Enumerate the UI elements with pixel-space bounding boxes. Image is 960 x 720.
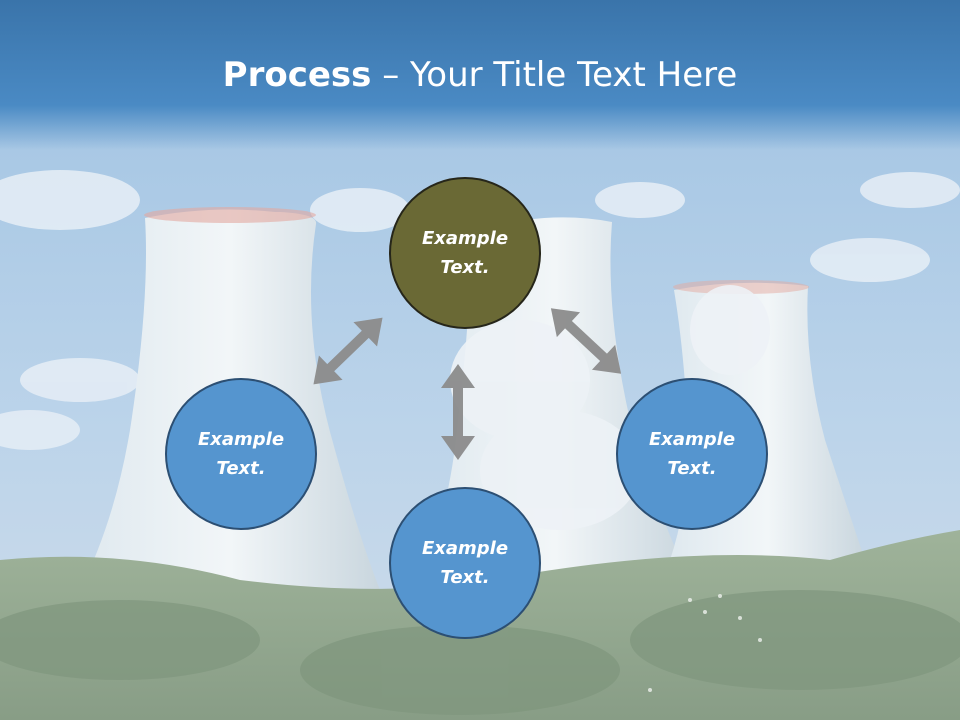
node-top-label: Example Text. [421,228,509,278]
double-arrow-right-icon [550,308,622,374]
node-right-label: Example Text. [648,429,736,479]
title-bar [0,0,960,150]
node-top[interactable]: Example Text. [389,177,541,329]
node-left-label: Example Text. [197,429,285,479]
node-right[interactable]: Example Text. [616,378,768,530]
double-arrow-vertical-icon [441,364,475,460]
node-bottom[interactable]: Example Text. [389,487,541,639]
double-arrow-left-icon [313,317,383,385]
title-separator: – [371,55,411,95]
node-left[interactable]: Example Text. [165,378,317,530]
title-bold: Process [222,55,372,95]
slide-title: Process – Your Title Text Here [0,52,960,98]
title-text: Your Title Text Here [410,55,738,95]
node-bottom-label: Example Text. [421,538,509,588]
